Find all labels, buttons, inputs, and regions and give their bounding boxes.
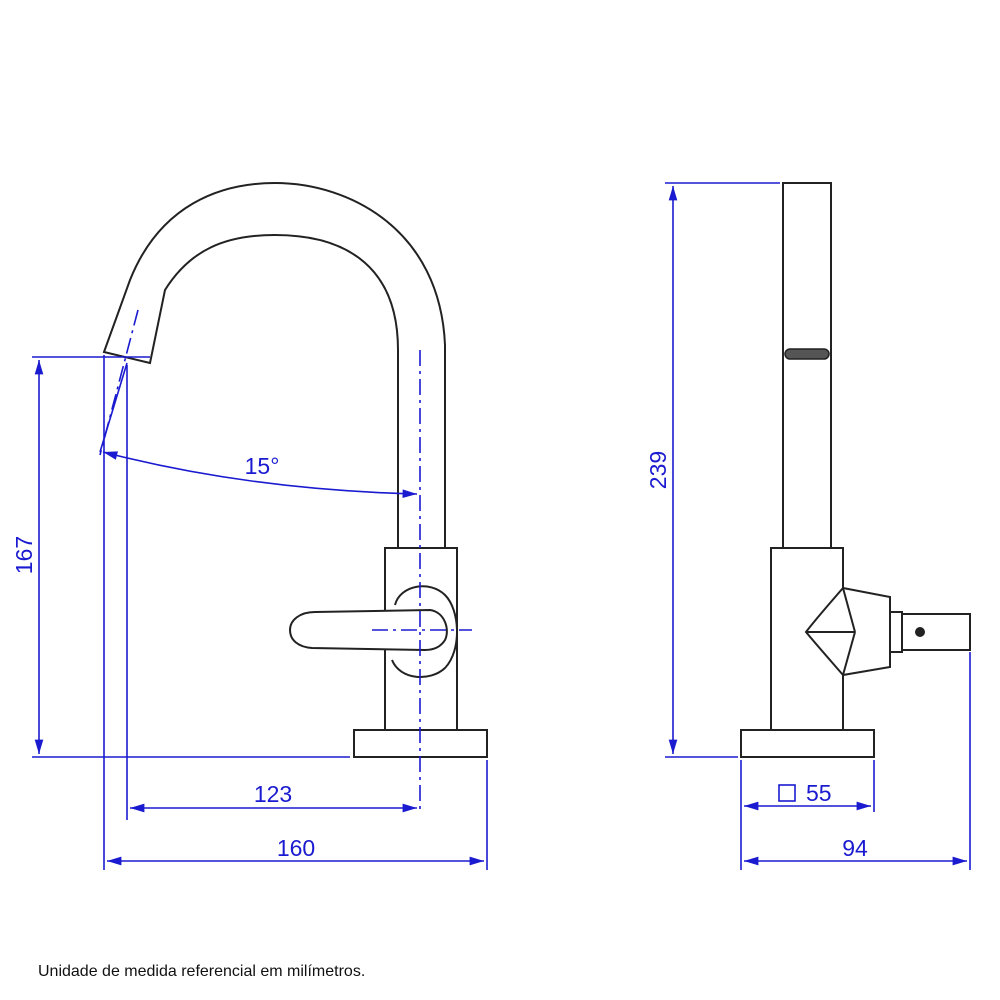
side-view [740,182,971,758]
front-view [99,181,488,810]
side-spout [782,182,832,549]
spout-outline [102,181,446,549]
valve-stem [901,613,971,651]
valve-nut [889,611,903,653]
valve-screw [915,627,925,637]
total-height-label: 239 [645,451,671,489]
base-square-label: 55 [806,780,832,806]
aerator [784,348,830,360]
spout-height-label: 167 [11,536,37,574]
spout-reach-label: 123 [254,781,292,807]
side-dimensions: 239 55 94 [645,182,971,870]
side-depth-label: 94 [842,835,868,861]
spout-angle-label: 15° [245,453,280,479]
front-width-label: 160 [277,835,315,861]
handle-lever [288,608,448,652]
units-footnote: Unidade de medida referencial em milímet… [38,963,366,980]
front-dimensions: 167 15° 123 160 [11,355,488,870]
side-base [740,729,875,758]
spout-angle-arc [102,451,418,498]
square-icon [778,784,796,802]
